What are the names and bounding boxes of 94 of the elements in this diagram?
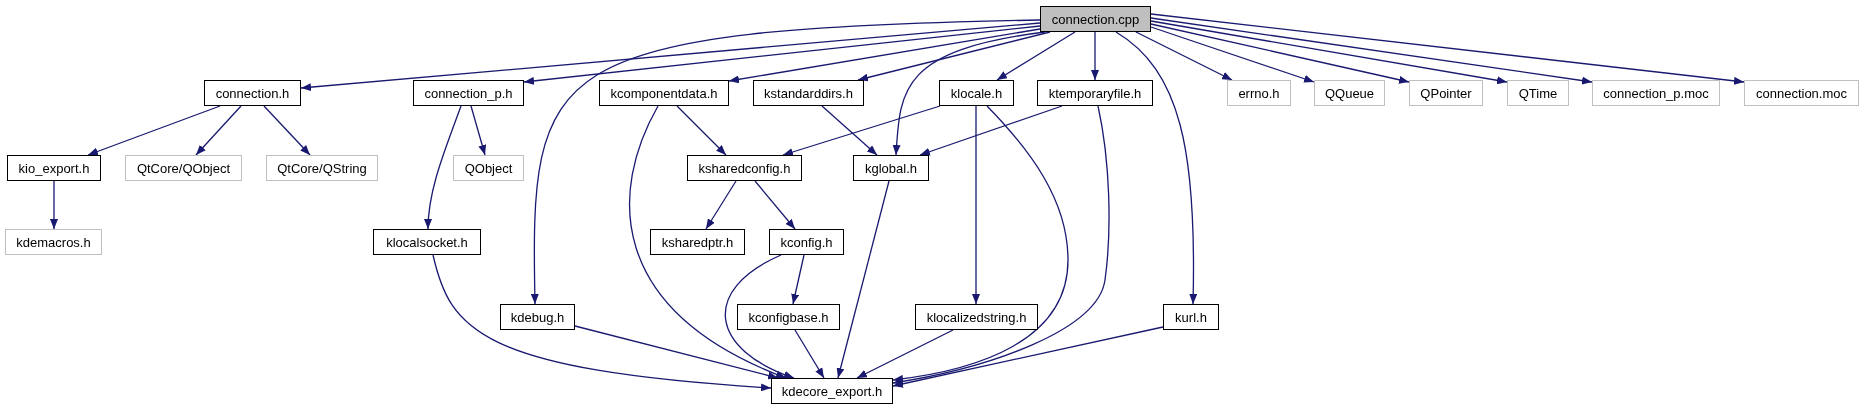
file-box xyxy=(1744,80,1859,106)
dependency-arrow xyxy=(782,105,941,156)
dependency-arrow xyxy=(1150,17,1593,85)
dependency-arrow xyxy=(523,25,1041,85)
file-box xyxy=(1227,80,1291,106)
dependency-arrow xyxy=(996,31,1076,81)
file-box xyxy=(413,80,524,106)
dependency-arrow xyxy=(574,325,779,380)
dependency-arrow xyxy=(754,180,796,230)
file-box xyxy=(266,155,378,181)
dependency-arrow xyxy=(856,329,954,379)
dependency-arrow xyxy=(432,254,772,392)
file-box xyxy=(1037,80,1153,106)
file-box xyxy=(1163,304,1219,330)
dependency-arrow xyxy=(794,329,825,379)
dependency-arrow xyxy=(1115,31,1198,305)
file-name: kconfigbase.h xyxy=(748,309,829,325)
file-box xyxy=(915,304,1038,330)
file-name: QtCore/QObject xyxy=(136,160,231,176)
file-name: QtCore/QString xyxy=(277,160,367,176)
file-box xyxy=(125,155,242,181)
file-name: kdemacros.h xyxy=(16,234,91,250)
dependency-arrow xyxy=(1150,23,1410,84)
dependency-arrow xyxy=(821,105,878,156)
dependency-arrow xyxy=(629,105,787,379)
file-box xyxy=(1314,80,1385,106)
dependency-arrow xyxy=(1135,31,1233,81)
file-box xyxy=(939,80,1014,106)
dependency-arrow xyxy=(791,254,805,305)
file-name: ksharedconfig.h xyxy=(698,160,791,176)
file-name: kstandarddirs.h xyxy=(764,85,853,101)
file-name: connection.cpp xyxy=(1051,11,1140,27)
file-name: connection.h xyxy=(215,85,290,101)
file-name: kconfig.h xyxy=(780,234,833,250)
dependency-arrow xyxy=(530,19,1041,305)
dependency-arrow xyxy=(892,105,1069,383)
file-name: QTime xyxy=(1518,85,1558,101)
file-name: ksharedptr.h xyxy=(661,234,734,250)
dependency-arrow xyxy=(1091,31,1099,81)
file-box xyxy=(599,80,729,106)
file-name: connection_p.moc xyxy=(1603,85,1709,101)
dependency-arrow xyxy=(195,105,242,156)
file-name: klocalsocket.h xyxy=(386,234,468,250)
file-box xyxy=(737,304,840,330)
file-box xyxy=(204,80,301,106)
dependency-arrow xyxy=(919,105,1063,156)
file-name: QObject xyxy=(464,160,513,176)
dependency-arrow xyxy=(50,180,58,230)
dependency-arrow xyxy=(857,31,1051,82)
dependency-arrow xyxy=(424,105,462,230)
dependency-arrow xyxy=(1150,13,1745,85)
file-box xyxy=(1507,80,1569,106)
file-box xyxy=(7,155,101,181)
file-box xyxy=(771,378,893,404)
dependency-arrow xyxy=(972,105,980,305)
file-name: errno.h xyxy=(1238,85,1280,101)
dependency-arrow xyxy=(470,105,487,156)
file-name: kio_export.h xyxy=(18,160,90,176)
dependency-arrow xyxy=(892,326,1164,388)
dependency-arrow xyxy=(725,254,795,379)
dependency-arrow xyxy=(892,105,1110,386)
file-name: kglobal.h xyxy=(864,160,917,176)
file-box xyxy=(1040,6,1151,32)
dependency-arrow xyxy=(263,105,311,156)
file-box xyxy=(1409,80,1483,106)
file-box xyxy=(373,229,481,255)
dependency-arrow xyxy=(300,22,1041,92)
file-box xyxy=(650,229,745,255)
dependency-arrow xyxy=(87,105,221,156)
dependency-arrow xyxy=(1150,26,1315,83)
file-name: connection_p.h xyxy=(424,85,513,101)
file-box xyxy=(769,229,844,255)
file-box xyxy=(5,229,102,255)
file-name: kcomponentdata.h xyxy=(610,85,718,101)
dependency-arrow xyxy=(728,28,1041,84)
file-name: QQueue xyxy=(1324,85,1375,101)
dependency-arrow xyxy=(676,105,727,156)
file-name: connection.moc xyxy=(1755,85,1848,101)
file-box xyxy=(453,155,524,181)
dependency-arrow xyxy=(836,180,890,379)
file-name: klocalizedstring.h xyxy=(926,309,1027,325)
file-box xyxy=(753,80,864,106)
file-name: QPointer xyxy=(1420,85,1472,101)
file-name: kdecore_export.h xyxy=(781,383,883,399)
file-name: ktemporaryfile.h xyxy=(1048,85,1142,101)
dependency-arrow xyxy=(705,180,737,230)
file-name: klocale.h xyxy=(950,85,1003,101)
file-box xyxy=(853,155,929,181)
file-name: kurl.h xyxy=(1175,309,1207,325)
file-box xyxy=(1592,80,1720,106)
file-name: kdebug.h xyxy=(510,309,565,325)
dependency-arrow xyxy=(1150,20,1508,85)
file-box xyxy=(500,304,575,330)
file-box xyxy=(687,155,802,181)
